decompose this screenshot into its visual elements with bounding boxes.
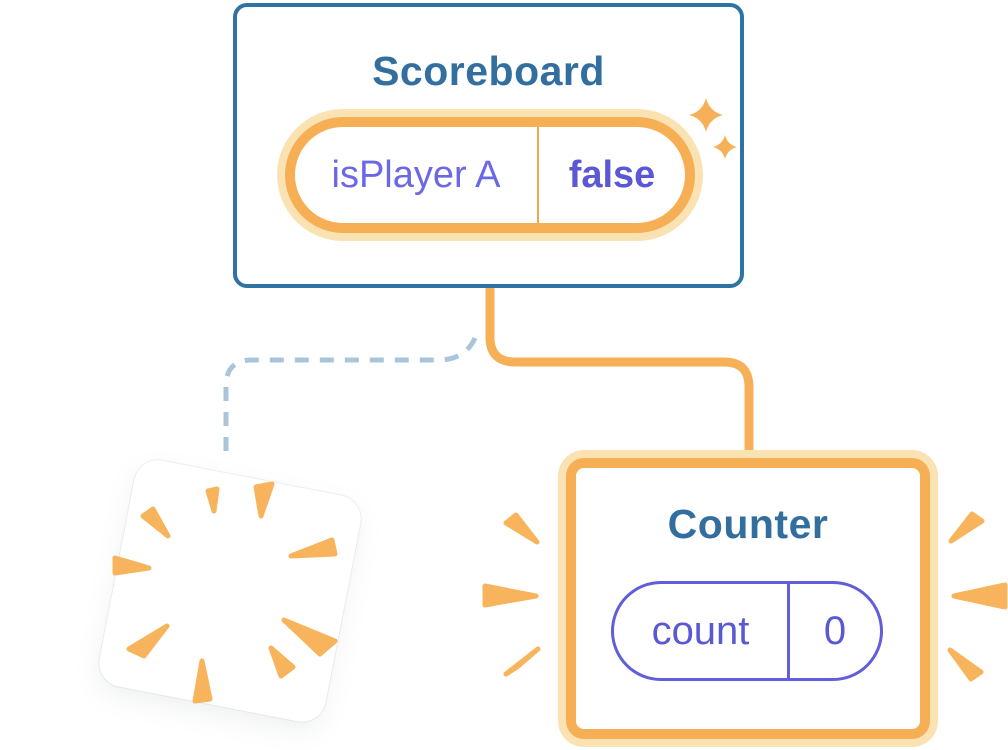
scoreboard-card: Scoreboard isPlayer A false xyxy=(233,3,744,288)
sparkle-icon xyxy=(689,98,737,159)
appear-burst-icon xyxy=(947,511,1008,682)
state-value: false xyxy=(568,153,656,196)
counter-title: Counter xyxy=(667,501,829,547)
scoreboard-state-pill: isPlayer A false xyxy=(285,117,695,233)
state-name: count xyxy=(614,584,790,678)
connector-dashed-line xyxy=(223,336,478,462)
destroyed-component-card xyxy=(95,456,365,726)
counter-card: Counter count 0 xyxy=(566,458,930,739)
appear-burst-icon xyxy=(482,512,541,677)
counter-state-pill: count 0 xyxy=(611,581,883,681)
state-value: 0 xyxy=(823,608,847,653)
connector-solid-line xyxy=(485,286,754,455)
state-name: isPlayer A xyxy=(295,127,539,223)
scoreboard-title: Scoreboard xyxy=(372,48,605,94)
